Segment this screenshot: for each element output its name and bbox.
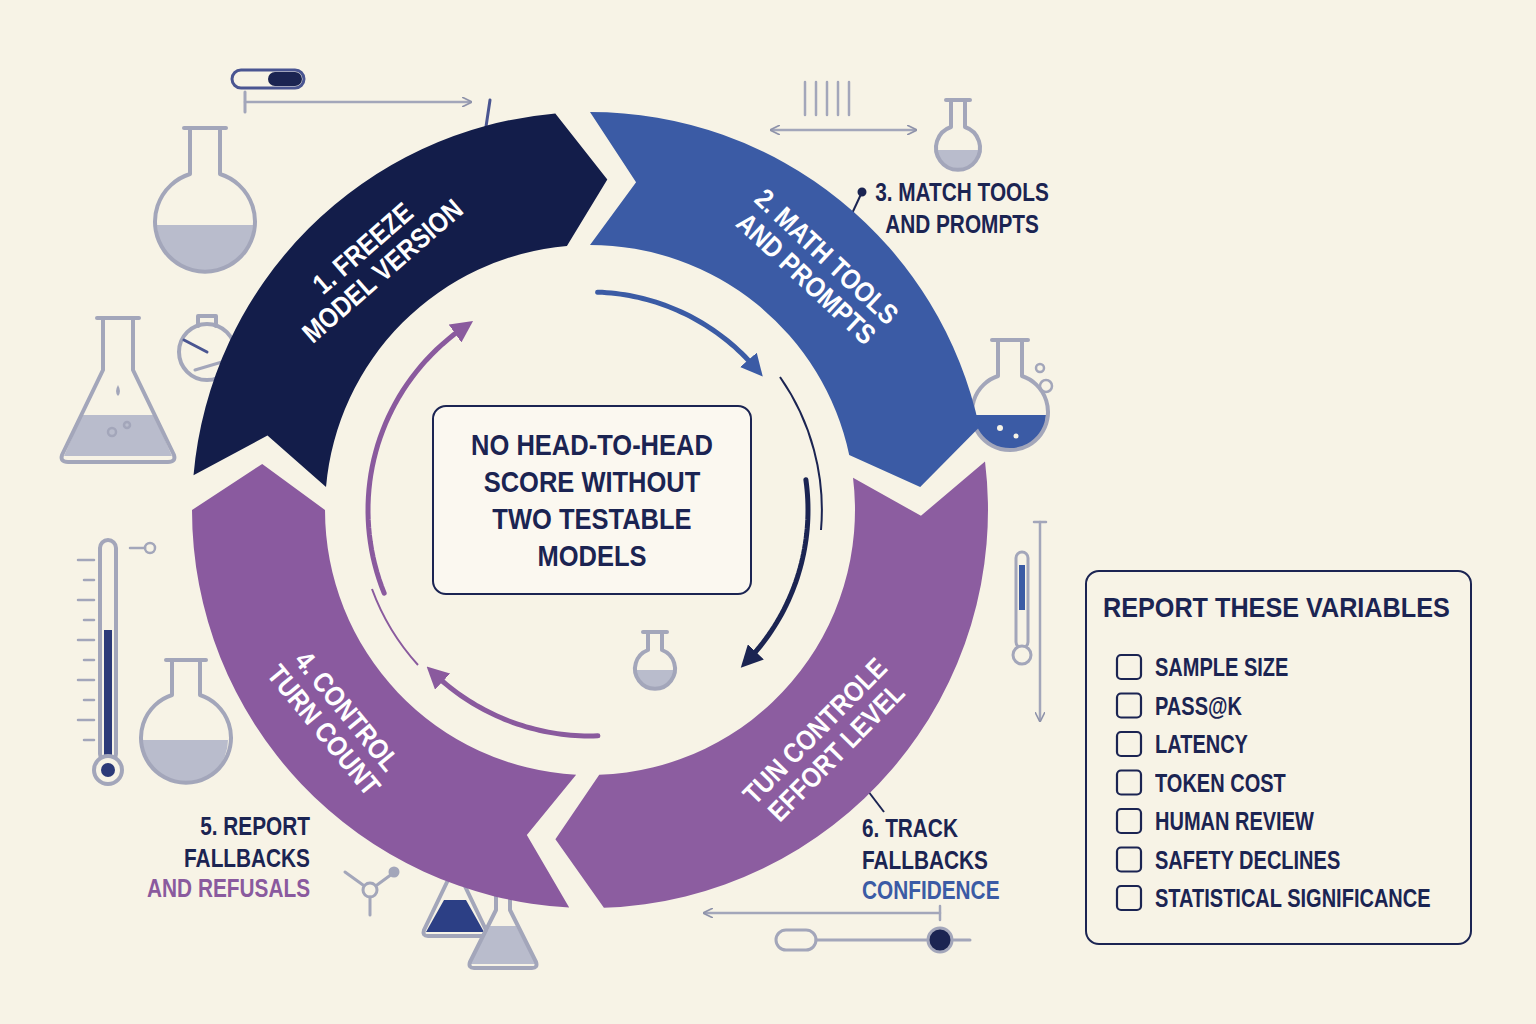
ring-line: [372, 589, 418, 665]
flask-icon: [155, 128, 255, 273]
step-callout: 6. TRACK FALLBACKS: [862, 812, 998, 876]
checklist-item: PASS@K: [1155, 690, 1242, 722]
cycle-arrow: [747, 480, 808, 662]
ring-line: [780, 377, 822, 530]
central-principle-box: NO HEAD-TO-HEAD SCORE WITHOUT TWO TESTAB…: [432, 405, 752, 595]
slider-icon: [232, 70, 490, 146]
flask-icon: [62, 318, 175, 462]
cycle-arrow: [368, 326, 466, 593]
slider-icon: [705, 906, 970, 952]
ruler-icon: [772, 82, 915, 130]
step-callout-accent: CONFIDENCE: [862, 874, 1062, 906]
flask-icon: [141, 660, 231, 783]
molecule-icon: [345, 868, 398, 915]
central-principle: NO HEAD-TO-HEAD SCORE WITHOUT TWO TESTAB…: [465, 426, 720, 574]
checklist-item: HUMAN REVIEW: [1155, 805, 1314, 837]
checkbox-column: [1117, 655, 1141, 910]
checklist-item: SAMPLE SIZE: [1155, 651, 1288, 683]
checklist-item: TOKEN COST: [1155, 767, 1286, 799]
cycle-arrow: [433, 673, 598, 736]
checklist-item: SAFETY DECLINES: [1155, 844, 1340, 876]
checklist-item: STATISTICAL SIGNIFICANCE: [1155, 882, 1431, 914]
cycle-arrow: [598, 292, 757, 370]
step-callout: 3. MATCH TOOLS AND PROMPTS: [870, 176, 1054, 240]
checklist-item: LATENCY: [1155, 728, 1248, 760]
checklist-title: REPORT THESE VARIABLES: [1103, 592, 1450, 624]
thermometer-icon: [1013, 522, 1046, 720]
flask-icon: [635, 632, 675, 689]
checklist-box: REPORT THESE VARIABLES SAMPLE SIZE PASS@K L…: [1085, 570, 1472, 945]
step-callout: 5. REPORT FALLBACKS: [150, 810, 310, 874]
flask-icon: [972, 340, 1052, 451]
flask-icon: [936, 100, 980, 171]
step-callout-accent: AND REFUSALS: [110, 872, 310, 904]
